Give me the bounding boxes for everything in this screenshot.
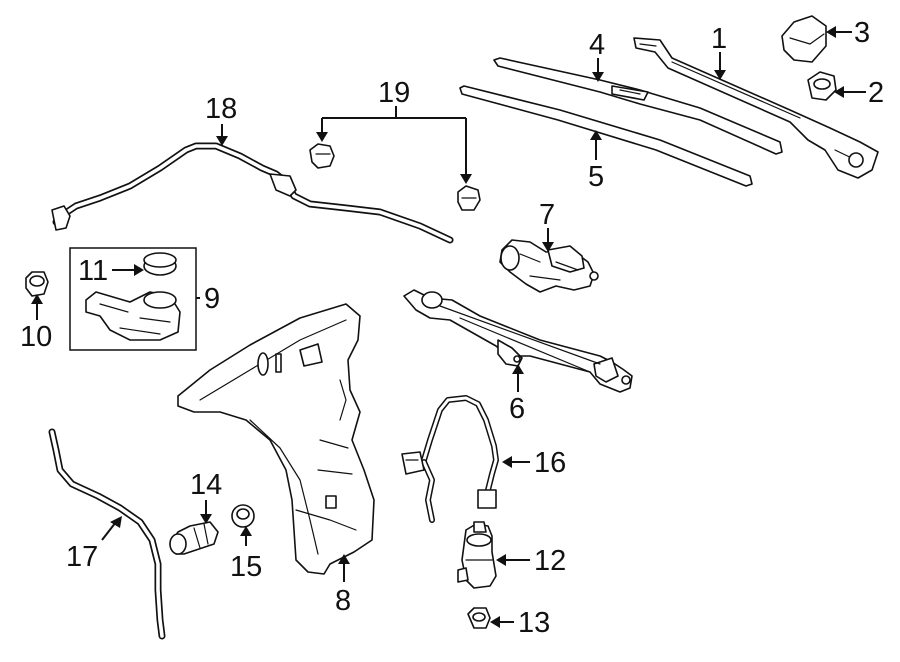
callout-8: 8 bbox=[335, 585, 351, 617]
wiper-blade-driver[interactable] bbox=[493, 57, 783, 155]
callout-19: 19 bbox=[378, 77, 410, 109]
callout-7: 7 bbox=[539, 199, 555, 231]
callout-9: 9 bbox=[204, 283, 220, 315]
callout-13: 13 bbox=[518, 607, 550, 639]
washer-nozzle-left[interactable] bbox=[309, 143, 335, 169]
washer-hose-upper[interactable] bbox=[51, 142, 454, 244]
callout-17: 17 bbox=[66, 541, 98, 573]
callout-10: 10 bbox=[20, 321, 52, 353]
callout-1: 1 bbox=[711, 23, 727, 55]
callout-11: 11 bbox=[78, 255, 108, 287]
wiper-arm[interactable] bbox=[633, 37, 879, 179]
callout-12: 12 bbox=[534, 545, 566, 577]
pump-wiring-harness[interactable] bbox=[401, 395, 499, 523]
grommet[interactable] bbox=[25, 271, 49, 297]
callout-15: 15 bbox=[230, 551, 262, 583]
callout-4: 4 bbox=[589, 29, 605, 61]
callout-2: 2 bbox=[868, 77, 884, 109]
callout-18: 18 bbox=[205, 93, 237, 125]
washer-hose-lower[interactable] bbox=[48, 428, 166, 640]
callout-3: 3 bbox=[854, 17, 870, 49]
callout-labels: 1 2 3 4 5 6 7 8 9 10 11 12 13 14 15 16 1… bbox=[20, 17, 884, 639]
arm-cap[interactable] bbox=[781, 15, 827, 63]
callout-14: 14 bbox=[190, 469, 222, 501]
pump-grommet[interactable] bbox=[467, 607, 491, 629]
washer-pump[interactable] bbox=[457, 521, 497, 589]
arm-nut[interactable] bbox=[807, 71, 837, 101]
wiper-motor[interactable] bbox=[499, 239, 599, 293]
washer-reservoir[interactable] bbox=[177, 303, 375, 575]
leader-lines bbox=[31, 26, 866, 628]
level-sensor[interactable] bbox=[169, 521, 219, 555]
callout-6: 6 bbox=[509, 393, 525, 425]
callout-5: 5 bbox=[588, 161, 604, 193]
sensor-grommet[interactable] bbox=[231, 504, 255, 528]
callout-16: 16 bbox=[534, 447, 566, 479]
filler-cap[interactable] bbox=[143, 252, 177, 276]
washer-nozzle-right[interactable] bbox=[457, 185, 481, 211]
wiper-blade-passenger[interactable] bbox=[459, 85, 753, 187]
